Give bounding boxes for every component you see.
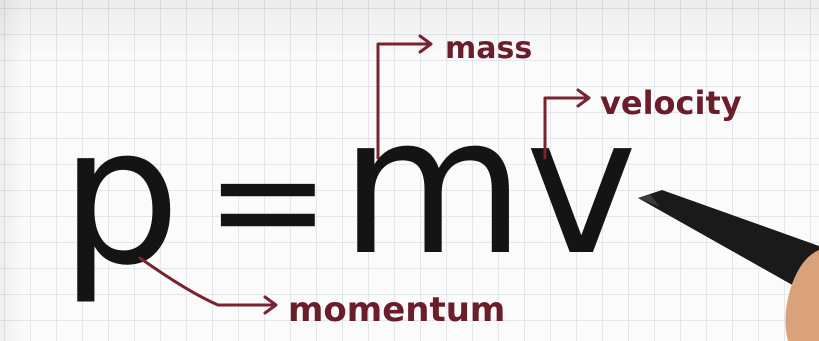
velocity-arrow-head (576, 88, 591, 108)
momentum-label: momentum (288, 290, 505, 330)
marker-pen-icon (638, 190, 819, 300)
velocity-label: velocity (600, 84, 742, 122)
momentum-arrow-head (263, 295, 278, 315)
hand (785, 250, 819, 341)
symbol-mv: mv (340, 76, 638, 297)
top-shadow (0, 0, 819, 60)
velocity-arrow-line (543, 96, 590, 160)
mass-arrow-head (418, 34, 433, 54)
equals-sign: = (205, 114, 331, 288)
mass-label: mass (445, 31, 532, 66)
left-shadow (0, 0, 26, 341)
mass-arrow-line (376, 42, 432, 160)
symbol-p: p (60, 86, 181, 307)
momentum-arrow-line (138, 256, 277, 307)
